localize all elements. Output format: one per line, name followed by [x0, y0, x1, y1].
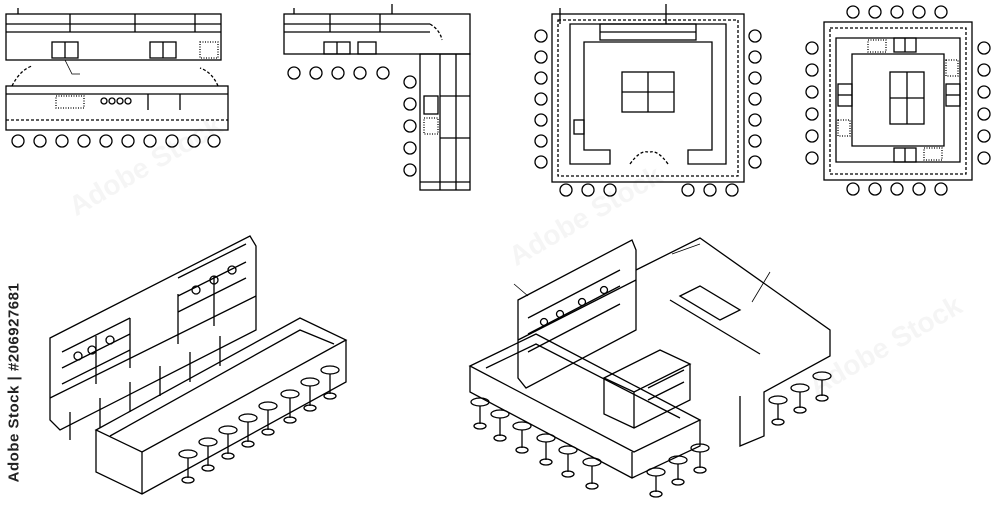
stock-id-label: Adobe Stock | #206927681 — [2, 262, 26, 502]
shelf-icon — [527, 269, 621, 353]
shelf-icon — [599, 23, 697, 41]
burner-icon — [100, 97, 132, 105]
isometric-u-shaped-bar — [468, 237, 832, 498]
stool-row — [11, 134, 221, 148]
sink-icon — [837, 37, 961, 163]
plan-u-shaped-bar — [534, 4, 762, 197]
plan-island-bar — [805, 5, 991, 196]
sink-icon — [51, 41, 177, 59]
stool-row — [805, 5, 991, 196]
stool-row — [287, 66, 417, 177]
plan-l-shaped-bar — [283, 4, 471, 191]
plan-straight-bar — [5, 8, 229, 148]
shelf-icon — [61, 243, 247, 385]
stool-row — [178, 365, 340, 484]
stool-row — [470, 371, 832, 498]
stock-id-text: Adobe Stock | #206927681 — [5, 282, 23, 482]
stool-row — [534, 29, 762, 197]
isometric-straight-bar — [49, 235, 348, 495]
